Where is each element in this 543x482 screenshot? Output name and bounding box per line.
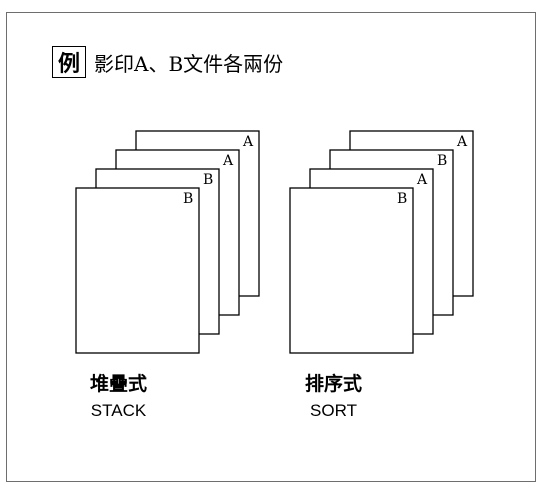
sort-page-4: B bbox=[289, 187, 414, 354]
example-badge: 例 bbox=[52, 46, 86, 78]
sort-page-letter: A bbox=[456, 134, 468, 150]
example-title: 影印A、B文件各兩份 bbox=[94, 51, 284, 76]
stack-page-sheet bbox=[75, 187, 200, 354]
sort-page-sheet bbox=[289, 187, 414, 354]
sort-page-letter: B bbox=[397, 191, 407, 207]
sort-label-zh: 排序式 bbox=[305, 373, 363, 395]
sort-caption: 排序式 SORT bbox=[305, 372, 362, 422]
sort-label-en: SORT bbox=[310, 401, 357, 420]
stack-page-letter: B bbox=[203, 172, 213, 188]
stack-page-letter: A bbox=[242, 134, 254, 150]
example-heading: 例 影印A、B文件各兩份 bbox=[52, 44, 283, 80]
stack-label-zh: 堆疊式 bbox=[90, 373, 148, 395]
sort-page-letter: A bbox=[416, 172, 428, 188]
stack-page-letter: A bbox=[222, 153, 234, 169]
stack-label-en: STACK bbox=[90, 401, 147, 420]
sort-page-letter: B bbox=[437, 153, 447, 169]
stack-page-letter: B bbox=[183, 191, 193, 207]
stack-page-4: B bbox=[75, 187, 200, 354]
stack-caption: 堆疊式 STACK bbox=[90, 372, 147, 422]
